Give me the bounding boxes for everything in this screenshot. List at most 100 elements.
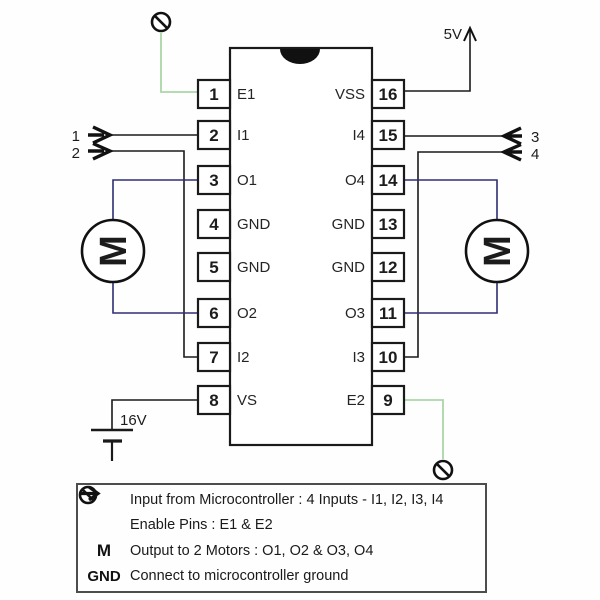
wire-pin14-to-right-motor <box>404 179 498 220</box>
input2-label: 2 <box>72 145 80 162</box>
no-entry-slash <box>153 14 169 30</box>
pin-number: 9 <box>383 391 392 410</box>
right-pins: 16 VSS 15 I4 14 O4 13 GND 12 GND 11 O3 <box>332 78 406 416</box>
pin-number: 5 <box>209 258 218 277</box>
pin-box <box>196 119 232 151</box>
pin-label: VS <box>237 392 257 409</box>
pin-label: I4 <box>352 127 365 144</box>
motor-m-label: M <box>477 235 519 267</box>
pin-14: 14 O4 <box>345 164 406 196</box>
pin-label: I2 <box>237 349 250 366</box>
pin-number: 16 <box>379 85 398 104</box>
vcc-label: 5V <box>444 26 462 43</box>
pin-label: VSS <box>335 86 365 103</box>
pin-number: 11 <box>379 304 397 323</box>
pin-number: 15 <box>379 126 398 145</box>
pin-number: 12 <box>379 258 398 277</box>
right-motor: M <box>464 218 530 284</box>
legend-text-enable: Enable Pins : E1 & E2 <box>130 517 273 534</box>
pin-number: 2 <box>209 126 218 145</box>
pin-label: E2 <box>347 392 365 409</box>
pin-label: GND <box>237 259 271 276</box>
pin-box <box>196 251 232 283</box>
pin-box <box>196 208 232 240</box>
pin-label: GND <box>332 259 366 276</box>
pin-12: 12 GND <box>332 251 406 283</box>
pin-box <box>370 208 406 240</box>
enable-icons <box>150 11 454 481</box>
pin-label: GND <box>237 216 271 233</box>
pin-number: 8 <box>209 391 218 410</box>
pin-number: 10 <box>379 348 398 367</box>
battery-voltage-label: 16V <box>120 412 147 429</box>
pin-6: 6 O2 <box>196 297 257 329</box>
wire-enable1-to-pin1 <box>160 33 198 93</box>
motor-icon: M <box>96 540 112 560</box>
motor-m-label: M <box>93 235 135 267</box>
legend-row-inputs: Input from Microcontroller : 4 Inputs - … <box>78 485 485 512</box>
pin-box <box>196 164 232 196</box>
pin-box <box>370 297 406 329</box>
pin-11: 11 O3 <box>345 297 406 329</box>
signal-wires <box>110 30 504 430</box>
wire-pin16-to-5v <box>404 30 471 92</box>
wire-pin3-to-left-motor <box>112 179 198 220</box>
pin-box <box>196 78 232 110</box>
pin-label: E1 <box>237 86 255 103</box>
pin-box <box>370 164 406 196</box>
input1-label: 1 <box>72 128 80 145</box>
pin-number: 7 <box>209 348 218 367</box>
pin-9: 9 E2 <box>347 384 406 416</box>
arrow-right-icon <box>88 141 115 161</box>
legend-text-ground: Connect to microcontroller ground <box>130 568 349 585</box>
pin-8: 8 VS <box>196 384 257 416</box>
pin-number: 14 <box>379 171 398 190</box>
arrow-left-icon <box>499 142 522 162</box>
wire-pin9-to-enable2 <box>404 399 444 459</box>
pin-4: 4 GND <box>196 208 271 240</box>
wire-input2-to-pin7 <box>110 150 198 358</box>
legend-box: Input from Microcontroller : 4 Inputs - … <box>76 483 487 593</box>
pin-box <box>196 341 232 373</box>
pin-1: 1 E1 <box>196 78 255 110</box>
legend-row-enable: Enable Pins : E1 & E2 <box>78 485 485 537</box>
pin-13: 13 GND <box>332 208 406 240</box>
pin-box <box>370 341 406 373</box>
pin-box <box>196 297 232 329</box>
pin-box <box>370 251 406 283</box>
pin-5: 5 GND <box>196 251 271 283</box>
legend-row-ground: GND Connect to microcontroller ground <box>78 564 485 588</box>
pin-number: 4 <box>209 215 219 234</box>
pin-number: 13 <box>379 215 398 234</box>
ic-body <box>228 46 374 447</box>
left-motor: M <box>80 218 146 284</box>
pin-label: O1 <box>237 172 257 189</box>
motor-wires <box>112 179 498 314</box>
pin-label: I3 <box>352 349 365 366</box>
wire-pin6-to-left-motor <box>112 282 198 314</box>
pin-label: I1 <box>237 127 250 144</box>
pin-3: 3 O1 <box>196 164 257 196</box>
legend-text-inputs: Input from Microcontroller : 4 Inputs - … <box>130 491 444 508</box>
no-entry-slash <box>435 462 451 478</box>
pin-label: GND <box>332 216 366 233</box>
ground-icon: GND <box>87 567 121 585</box>
motor-icon <box>464 218 530 284</box>
arrow-up-icon <box>463 25 477 42</box>
wire-pin11-to-right-motor <box>404 282 498 314</box>
legend-row-motors: M Output to 2 Motors : O1, O2 & O3, O4 <box>78 539 485 563</box>
battery-symbol <box>91 428 133 461</box>
input3-label: 3 <box>531 129 539 146</box>
pin-15: 15 I4 <box>352 119 406 151</box>
pin-16: 16 VSS <box>335 78 406 110</box>
pin-label: O2 <box>237 305 257 322</box>
pin-label: O3 <box>345 305 365 322</box>
pin-label: O4 <box>345 172 365 189</box>
motor-icon <box>80 218 146 284</box>
input-arrows <box>88 25 522 162</box>
pin-box <box>196 384 232 416</box>
input4-label: 4 <box>531 146 539 163</box>
legend-text-motors: Output to 2 Motors : O1, O2 & O3, O4 <box>130 542 374 559</box>
